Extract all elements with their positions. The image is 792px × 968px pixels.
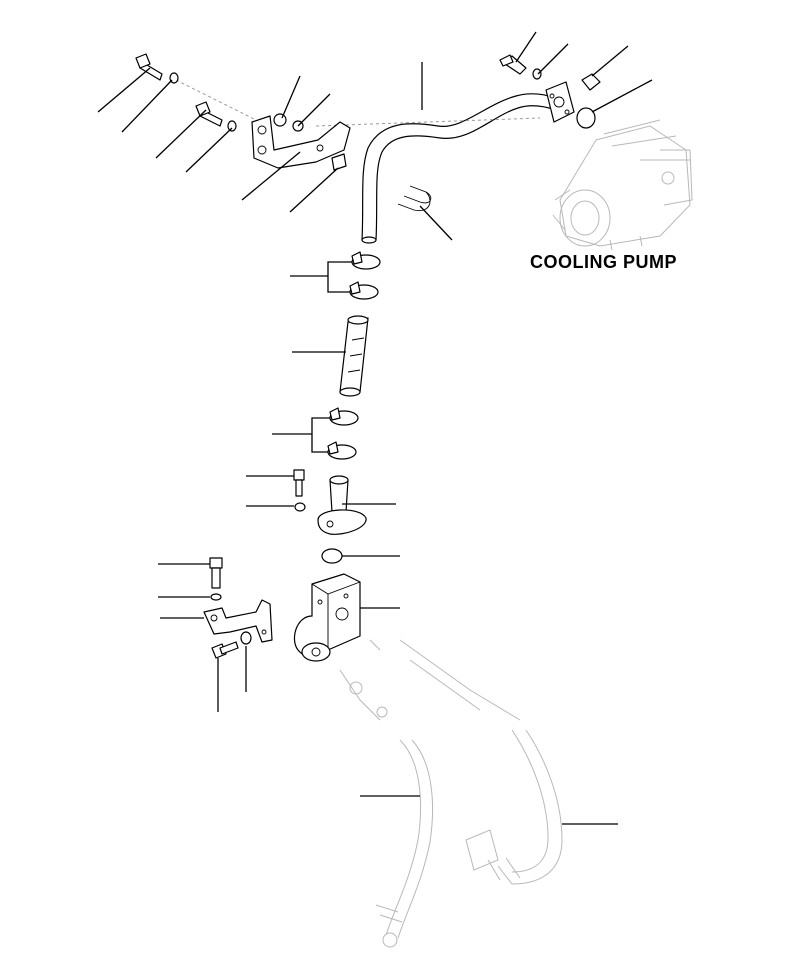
clip-bracket xyxy=(331,153,347,171)
cooling-pump-ghost xyxy=(552,119,693,251)
elbow-fitting xyxy=(317,475,367,535)
nut-bracket xyxy=(273,113,287,127)
valve-block xyxy=(293,573,361,662)
rubber-hose xyxy=(339,315,369,397)
bracket-upper xyxy=(251,115,351,169)
washer-mid-left xyxy=(227,120,237,132)
bolt-bottom xyxy=(211,641,239,659)
washer-top-right xyxy=(532,68,542,80)
gasket xyxy=(321,548,343,564)
u-bolt xyxy=(397,185,432,212)
o-ring-pump xyxy=(576,107,596,129)
bolt-upper-left xyxy=(135,53,163,81)
hose-clamp-upper-2 xyxy=(349,281,379,300)
bolt-top-right xyxy=(499,54,527,75)
washer-elbow xyxy=(294,502,306,512)
washer-block xyxy=(210,593,222,601)
hose-clamp-lower-2 xyxy=(327,441,357,460)
washer-bottom xyxy=(240,631,252,645)
hose-clamp-upper-1 xyxy=(351,251,381,270)
coolant-pipe xyxy=(361,93,557,244)
bolt-elbow xyxy=(293,469,305,497)
bolt-mid-left xyxy=(195,101,223,127)
pipe-flange xyxy=(545,81,575,123)
cooling-pump-label: COOLING PUMP xyxy=(530,252,678,272)
bracket-lower xyxy=(203,599,273,643)
hose-clamp-lower-1 xyxy=(329,407,359,426)
leader-lines xyxy=(97,31,653,825)
plug-top-right xyxy=(581,73,601,91)
lower-hoses-ghost xyxy=(339,639,563,948)
bolt-block xyxy=(209,557,223,589)
alignment-line xyxy=(175,79,541,127)
